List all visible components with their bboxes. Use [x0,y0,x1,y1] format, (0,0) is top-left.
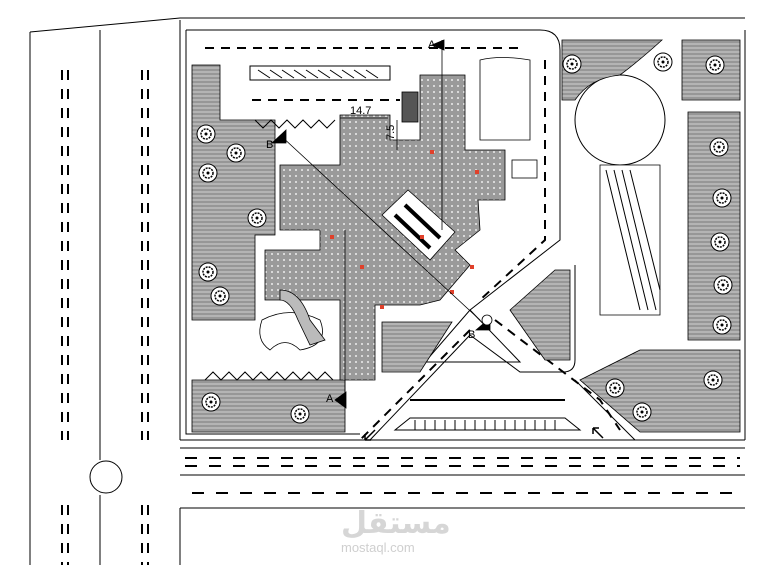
left-road [29,17,745,565]
hospital-building [264,74,538,381]
internal-roads [185,29,666,441]
dimension-width: 14.7 [350,105,371,117]
section-mark-b-left: B [266,139,273,151]
watermark-latin: mostaql.com [341,540,415,555]
dimension-height: 7.5 [385,125,397,140]
entry-arrows [364,427,604,441]
dimension-lines [340,117,398,150]
section-mark-a-bottom: A [326,393,334,405]
section-lines [270,39,493,409]
parking-stripes [204,69,661,430]
section-mark-b-right: B [468,329,475,341]
bottom-road [180,30,746,509]
red-markers [330,150,479,309]
watermark-arabic: مستقل [341,506,451,541]
section-mark-a-top: A [428,39,436,51]
